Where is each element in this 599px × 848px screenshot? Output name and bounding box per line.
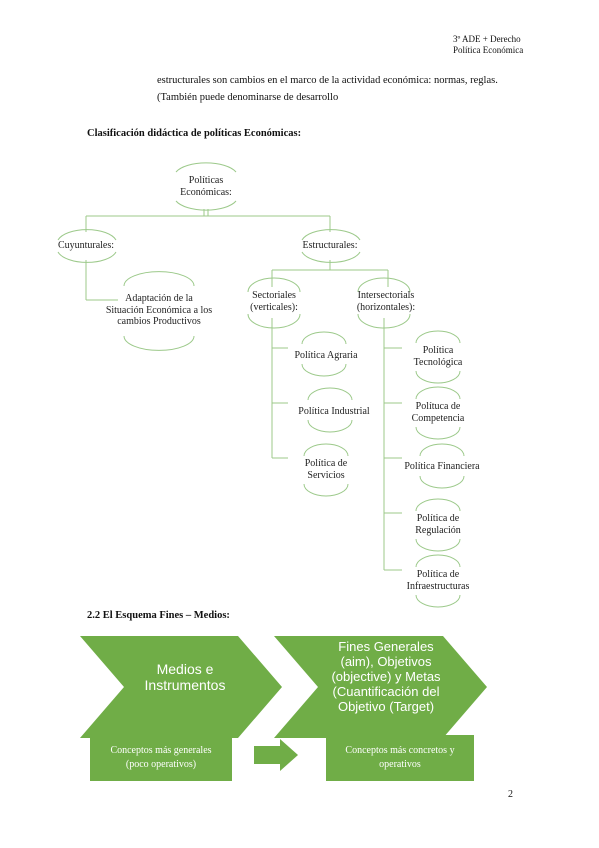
box-concrete-concepts: Conceptos más concretos y operativos [326,735,474,781]
node-intersectoriales-line1: Intersectorials [357,290,415,301]
chevron-fines-line5: Objetivo (Target) [337,699,435,714]
intro-line-1: estructurales son cambios en el marco de… [157,75,498,86]
header-course: 3º ADE + Derecho [453,34,521,44]
node-estructurales: Estructurales: [302,240,358,251]
box-concrete-line1: Conceptos más concretos y [345,745,455,756]
node-industrial: Política Industrial [298,406,370,417]
chevron-fines-line3: (objective) y Metas [331,669,441,684]
box-concrete-line2: operativos [379,759,421,770]
intro-line-2: (También puede denominarse de desarrollo [157,92,339,103]
node-servicios: Política de Servicios [286,458,366,481]
chevron-fines-label: Fines Generales (aim), Objetivos (object… [316,639,456,714]
chevron-fines-line4: (Cuantificación del [332,684,440,699]
chevron-medios-label: Medios e Instrumentos [130,661,240,693]
header-subject: Política Económica [453,45,524,55]
section-title-scheme: 2.2 El Esquema Fines – Medios: [87,610,230,621]
node-infraestructuras: Política de Infraestructuras [394,569,482,592]
chevron-medios-line1: Medios e [156,661,214,677]
section-title-classification: Clasificación didáctica de políticas Eco… [87,128,302,139]
node-financiera: Política Financiera [404,461,480,472]
node-servicios-line2: Servicios [307,469,345,481]
node-infraestructuras-line1: Política de [416,569,460,580]
node-tecnologica-line1: Política [422,345,454,356]
node-intersectoriales-line2: (horizontales): [356,301,416,313]
node-regulacion-line1: Política de [416,513,460,524]
node-competencia-line1: Polítuca de [415,401,461,412]
node-root: Políticas Económicas: [166,175,246,198]
node-coyunturales: Cuyunturales: [57,240,115,251]
chevron-medios [80,636,282,738]
node-adaptacion-line3: cambios Productivos [117,316,201,327]
node-sectoriales-line2: (verticales): [250,301,298,313]
chevron-fines-line1: Fines Generales [338,639,434,654]
box-general-concepts: Conceptos más generales (poco operativos… [90,735,232,781]
box-general-line1: Conceptos más generales [110,745,212,756]
node-intersectoriales: Intersectorials (horizontales): [344,290,428,313]
node-adaptacion-line1: Adaptación de la [125,293,193,304]
node-root-line2: Económicas: [180,186,232,198]
node-tecnologica: Política Tecnológica [398,345,478,368]
node-agraria: Política Agraria [294,350,358,361]
arrow-right-icon [254,739,298,771]
node-infraestructuras-line2: Infraestructuras [406,580,470,592]
node-sectoriales-line1: Sectoriales [252,290,296,301]
chevron-fines-line2: (aim), Objetivos [340,654,432,669]
page-number: 2 [508,789,513,800]
node-sectoriales: Sectoriales (verticales): [234,290,314,313]
node-regulacion: Política de Regulación [398,513,478,536]
node-competencia-line2: Competencia [411,412,465,424]
node-competencia: Polítuca de Competencia [398,401,478,424]
node-adaptacion: Adaptación de la Situación Económica a l… [104,293,214,328]
node-tecnologica-line2: Tecnológica [413,356,463,368]
node-servicios-line1: Política de [304,458,348,469]
node-adaptacion-line2: Situación Económica a los [105,304,213,316]
box-general-line2: (poco operativos) [125,759,197,770]
chevron-medios-line2: Instrumentos [144,677,226,693]
node-root-line1: Políticas [188,175,224,186]
node-regulacion-line2: Regulación [415,524,461,536]
chevron-fines [274,636,487,738]
